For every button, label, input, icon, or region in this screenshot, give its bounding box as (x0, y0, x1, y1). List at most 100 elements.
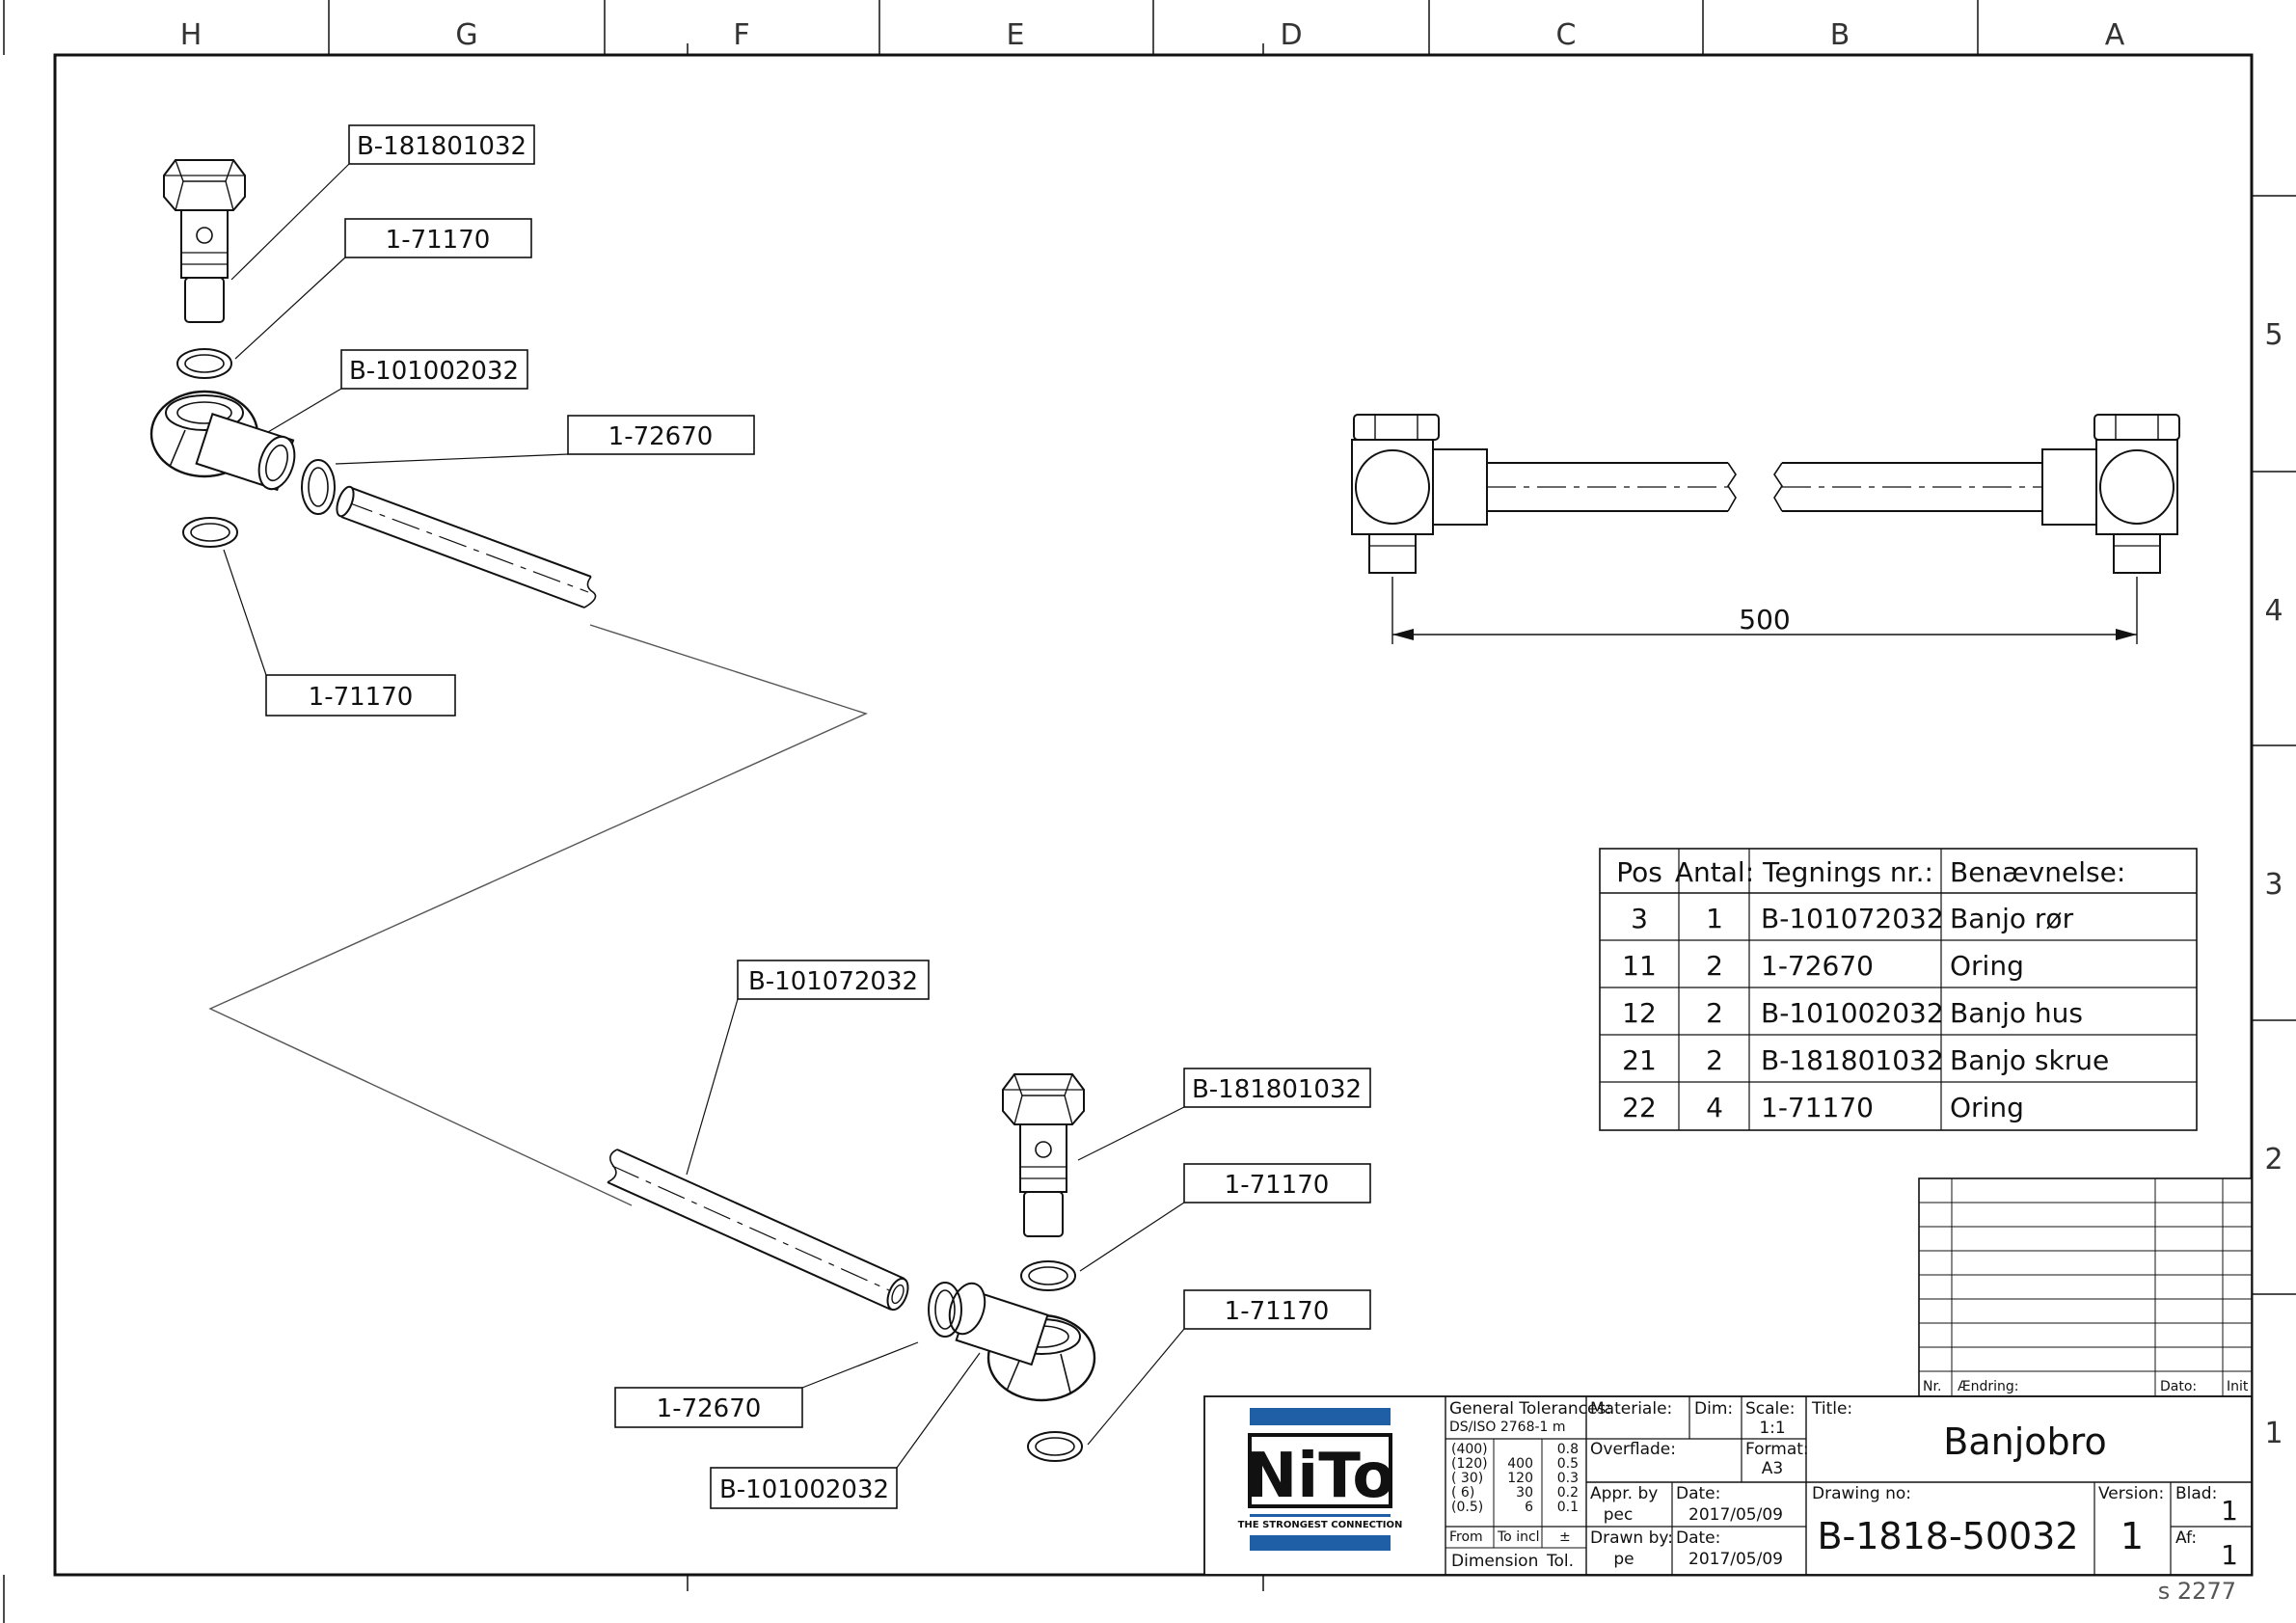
svg-text:1: 1 (1706, 903, 1723, 934)
zone-row-4: 4 (2264, 594, 2282, 628)
svg-text:11: 11 (1622, 950, 1657, 982)
revision-header-aendring: Ændring: (1958, 1379, 2019, 1394)
callout-label: 1-71170 (1225, 1297, 1330, 1326)
callout-label: B-101072032 (748, 967, 918, 996)
callout-label: 1-71170 (386, 226, 491, 255)
zone-row-1: 1 (2264, 1417, 2282, 1450)
dim-label: Dim: (1694, 1399, 1733, 1419)
date-value-1: 2017/05/09 (1688, 1505, 1783, 1525)
svg-text:Banjo hus: Banjo hus (1950, 997, 2083, 1029)
drawing-title: Banjobro (1943, 1420, 2106, 1463)
parts-table: Pos Antal: Tegnings nr.: Benævnelse: 3 1… (1599, 848, 2198, 1131)
svg-text:12: 12 (1622, 997, 1657, 1029)
callout-label: B-101002032 (349, 357, 519, 386)
svg-text:B-101002032: B-101002032 (1761, 997, 1944, 1029)
banjo-tube-bottom (607, 1149, 909, 1312)
tol-label: Tol. (1546, 1552, 1574, 1571)
banjo-bolt-top (163, 159, 246, 323)
title-block: NiTo THE STRONGEST CONNECTION General To… (1203, 1395, 2253, 1576)
date-label-2: Date: (1676, 1528, 1720, 1548)
zone-col-b: B (1830, 18, 1850, 52)
table-row: 21 2 B-181801032 Banjo skrue (1622, 1044, 2109, 1076)
svg-text:( 30): ( 30) (1451, 1471, 1483, 1486)
table-row: 11 2 1-72670 Oring (1622, 950, 2024, 982)
appr-by-value: pec (1604, 1505, 1634, 1525)
svg-text:B-181801032: B-181801032 (1761, 1044, 1944, 1076)
scale-value: 1:1 (1759, 1419, 1785, 1438)
svg-text:B-101072032: B-101072032 (1761, 903, 1944, 934)
svg-text:0.3: 0.3 (1557, 1471, 1579, 1486)
svg-text:2: 2 (1706, 997, 1723, 1029)
version-label: Version: (2098, 1484, 2164, 1503)
svg-text:3: 3 (1631, 903, 1648, 934)
svg-text:1-71170: 1-71170 (1761, 1092, 1874, 1123)
parts-header-pos: Pos (1616, 856, 1662, 888)
af-label: Af: (2175, 1528, 2197, 1548)
general-tolerances-label: General Tolerances: (1449, 1399, 1611, 1419)
drawing-no-label: Drawing no: (1812, 1484, 1911, 1503)
date-label-1: Date: (1676, 1484, 1720, 1503)
side-view-assembly: 500 (1351, 414, 2180, 644)
table-row: 3 1 B-101072032 Banjo rør (1631, 903, 2073, 934)
svg-text:Banjo rør: Banjo rør (1950, 903, 2074, 934)
zone-col-a: A (2105, 18, 2125, 52)
callout-label: 1-72670 (657, 1394, 762, 1423)
zone-col-e: E (1007, 18, 1025, 52)
svg-text:2: 2 (1706, 950, 1723, 982)
o-ring-top (301, 459, 336, 515)
parts-header-benaevnelse: Benævnelse: (1950, 856, 2125, 888)
bottom-exploded-assembly (607, 1073, 1096, 1462)
callout-label: 1-71170 (1225, 1171, 1330, 1200)
svg-text:( 6): ( 6) (1451, 1485, 1474, 1501)
callout-label: 1-71170 (309, 683, 414, 712)
svg-text:1-72670: 1-72670 (1761, 950, 1874, 982)
drawn-by-value: pe (1613, 1550, 1634, 1569)
appr-by-label: Appr. by (1590, 1484, 1658, 1503)
logo-tagline: THE STRONGEST CONNECTION (1238, 1520, 1403, 1530)
tolerance-standard: DS/ISO 2768-1 m (1449, 1420, 1566, 1435)
svg-text:Banjo skrue: Banjo skrue (1950, 1044, 2109, 1076)
scale-label: Scale: (1745, 1399, 1795, 1419)
svg-text:(0.5): (0.5) (1451, 1500, 1483, 1515)
materiale-label: Materiale: (1590, 1399, 1672, 1419)
revision-header-init: Init (2227, 1379, 2249, 1394)
seal-ring-bottom-1 (1020, 1260, 1076, 1291)
zone-row-3: 3 (2264, 868, 2282, 902)
callouts: B-181801032 1-71170 B-101002032 1-72670 … (223, 124, 1371, 1509)
svg-text:Oring: Oring (1950, 1092, 2024, 1123)
callout-label: 1-72670 (608, 422, 714, 451)
drawing-number: B-1818-50032 (1817, 1515, 2078, 1557)
revision-header-nr: Nr. (1923, 1379, 1941, 1394)
blad-label: Blad: (2175, 1484, 2217, 1503)
svg-text:0.2: 0.2 (1557, 1485, 1579, 1501)
svg-text:(120): (120) (1451, 1456, 1488, 1472)
banjo-tube-top (336, 485, 597, 609)
svg-text:21: 21 (1622, 1044, 1657, 1076)
parts-header-tegnings-nr: Tegnings nr.: (1762, 856, 1933, 888)
svg-text:0.8: 0.8 (1557, 1442, 1579, 1457)
svg-text:6: 6 (1525, 1500, 1533, 1515)
seal-ring-top-2 (182, 517, 238, 548)
format-value: A3 (1762, 1459, 1783, 1478)
plusminus-label: ± (1559, 1529, 1571, 1545)
banjo-bolt-bottom (1002, 1073, 1085, 1237)
blad-value: 1 (2221, 1495, 2238, 1527)
svg-text:2: 2 (1706, 1044, 1723, 1076)
nito-logo: NiTo THE STRONGEST CONNECTION (1238, 1408, 1403, 1551)
dimension-500: 500 (1739, 604, 1790, 636)
logo-wordmark: NiTo (1246, 1441, 1395, 1512)
callout-label: B-181801032 (357, 132, 527, 161)
zone-labels: H G F E D C B A 5 4 3 2 1 (180, 18, 2283, 1450)
af-value: 1 (2221, 1539, 2238, 1571)
svg-text:30: 30 (1516, 1485, 1533, 1501)
svg-text:400: 400 (1507, 1456, 1533, 1472)
seal-ring-bottom-2 (1027, 1431, 1083, 1462)
zone-col-f: F (733, 18, 749, 52)
from-label: From (1449, 1529, 1483, 1545)
drawn-by-label: Drawn by: (1590, 1528, 1673, 1548)
revision-header-dato: Dato: (2160, 1379, 2197, 1394)
dimension-label: Dimension (1451, 1552, 1538, 1571)
title-label: Title: (1811, 1399, 1852, 1419)
svg-text:120: 120 (1507, 1471, 1533, 1486)
